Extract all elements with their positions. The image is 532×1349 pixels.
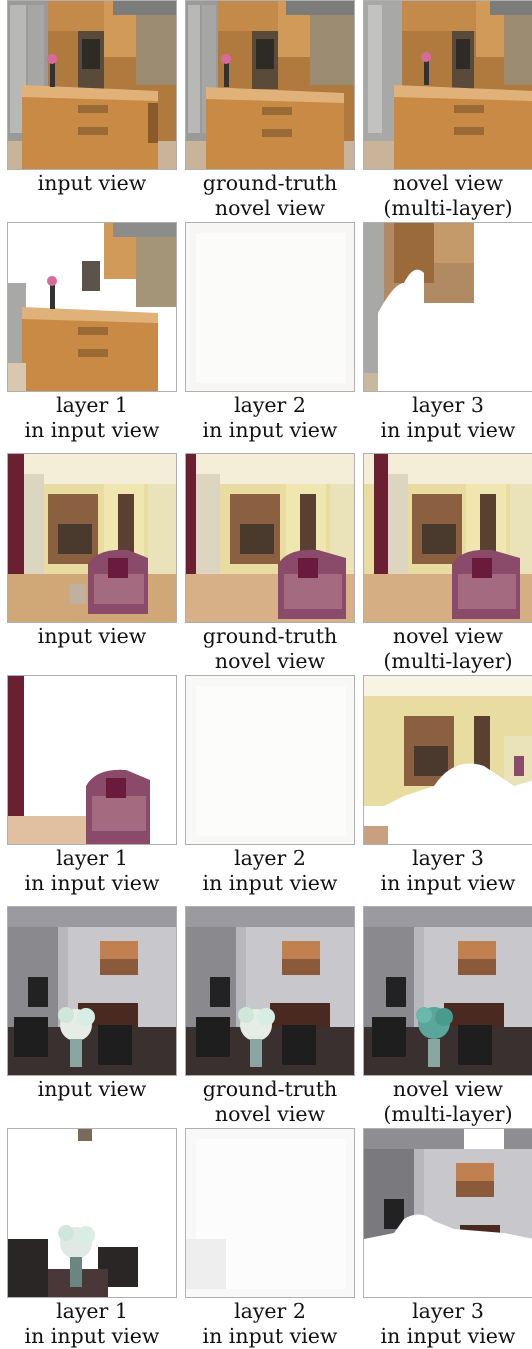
caption: input view — [37, 624, 147, 648]
dining-room-layer1-image — [7, 1128, 177, 1298]
dining-room-layer3-image — [363, 1128, 532, 1298]
kitchen-gt-image — [185, 0, 355, 170]
caption: ground-truth novel view — [202, 624, 338, 673]
caption: novel view (multi-layer) — [383, 1077, 513, 1126]
caption: input view — [37, 171, 147, 195]
caption: novel view (multi-layer) — [383, 624, 513, 673]
caption: input view — [37, 1077, 147, 1101]
caption: layer 2 in input view — [202, 1299, 338, 1348]
living-room-gt-image — [185, 453, 355, 623]
dining-room-input-image — [7, 906, 177, 1076]
living-room-input-image — [7, 453, 177, 623]
dining-room-layer2-image — [185, 1128, 355, 1298]
kitchen-novel-image — [363, 0, 532, 170]
caption: layer 3 in input view — [380, 1299, 516, 1348]
caption: ground-truth novel view — [202, 1077, 338, 1126]
kitchen-input-image — [7, 0, 177, 170]
living-room-novel-image — [363, 453, 532, 623]
kitchen-layer3-image — [363, 222, 532, 392]
caption: layer 1 in input view — [24, 1299, 160, 1348]
caption: layer 3 in input view — [380, 846, 516, 895]
kitchen-layer1-image — [7, 222, 177, 392]
caption: layer 2 in input view — [202, 393, 338, 442]
dining-room-gt-image — [185, 906, 355, 1076]
caption: ground-truth novel view — [202, 171, 338, 220]
kitchen-layer2-image — [185, 222, 355, 392]
living-room-layer2-image — [185, 675, 355, 845]
dining-room-novel-image — [363, 906, 532, 1076]
living-room-layer3-image — [363, 675, 532, 845]
caption: novel view (multi-layer) — [383, 171, 513, 220]
caption: layer 1 in input view — [24, 393, 160, 442]
living-room-layer1-image — [7, 675, 177, 845]
caption: layer 1 in input view — [24, 846, 160, 895]
caption: layer 3 in input view — [380, 393, 516, 442]
caption: layer 2 in input view — [202, 846, 338, 895]
